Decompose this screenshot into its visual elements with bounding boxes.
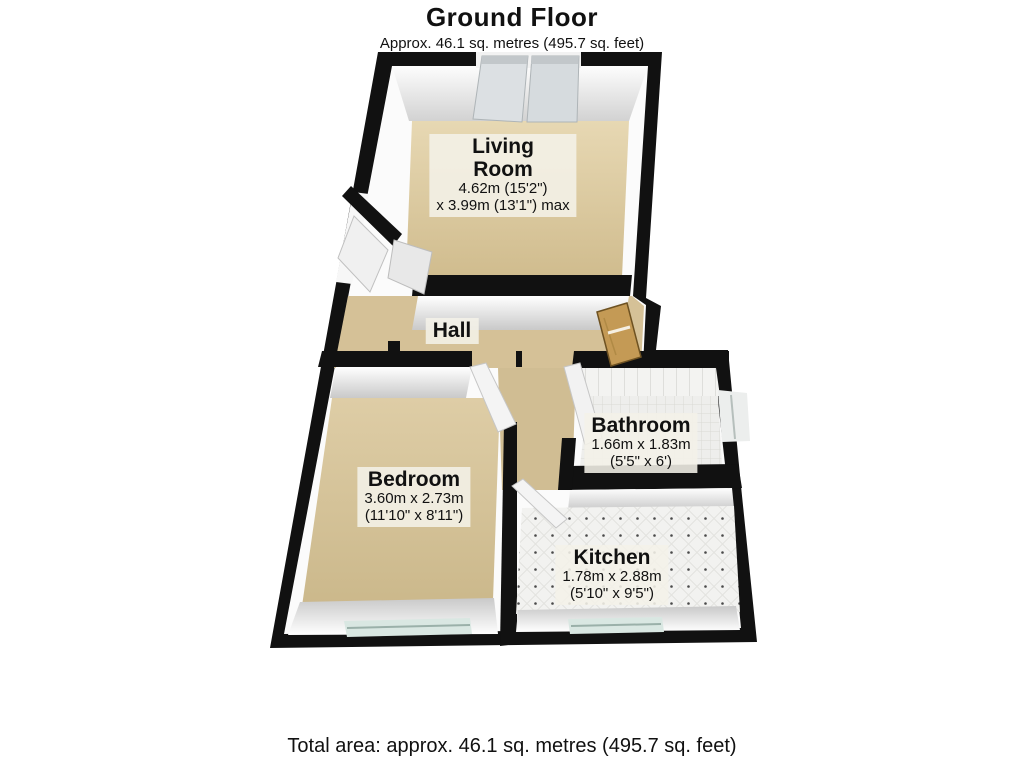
kitchen-window-line xyxy=(570,623,662,627)
bedroom-wall-stub xyxy=(388,341,400,352)
patio-door-left-cap xyxy=(481,56,528,64)
bedroom-kitchen-wall xyxy=(500,422,517,646)
bathroom-window-glass-line xyxy=(730,394,736,440)
hall-name: Hall xyxy=(432,319,472,342)
kitchen-label: Kitchen 1.78m x 2.88m (5'10" x 9'5") xyxy=(555,545,669,605)
bedroom-window-line xyxy=(346,624,471,629)
kitchen-door-leaf xyxy=(511,478,568,529)
total-area-text: Total area: approx. 46.1 sq. metres (495… xyxy=(287,735,737,757)
kitchen-name: Kitchen xyxy=(573,546,651,569)
wood-door xyxy=(596,302,642,367)
patio-door-right-panel xyxy=(526,55,580,123)
living-room-dims-line1: 4.62m (15'2") xyxy=(458,180,548,198)
hall-label: Hall xyxy=(425,318,479,345)
bedroom-label: Bedroom 3.60m x 2.73m (11'10" x 8'11") xyxy=(357,467,471,527)
bedroom-name: Bedroom xyxy=(367,468,461,491)
footer: Total area: approx. 46.1 sq. metres (495… xyxy=(0,735,1024,758)
kitchen-top-wall-face xyxy=(568,488,734,510)
bedroom-door-leaf xyxy=(469,362,517,433)
bathroom-name: Bathroom xyxy=(591,414,691,437)
corridor-floor xyxy=(498,368,576,490)
bedroom-dims-line2: (11'10" x 8'11") xyxy=(364,506,464,524)
living-room-dims-line2: x 3.99m (13'1") max xyxy=(436,196,570,214)
patio-door-left-panel xyxy=(472,55,529,123)
bathroom-dims-line1: 1.66m x 1.83m xyxy=(591,436,691,454)
header: Ground Floor Approx. 46.1 sq. metres (49… xyxy=(0,2,1024,52)
bathroom-wall-tiles xyxy=(578,368,720,396)
entrance-door-leaf-2 xyxy=(387,239,433,295)
living-room-name-line2: Room xyxy=(473,158,533,182)
living-room-label: Living Room 4.62m (15'2") x 3.99m (13'1"… xyxy=(429,134,577,217)
kitchen-dims-line2: (5'10" x 9'5") xyxy=(570,584,654,602)
bathroom-left-wall xyxy=(558,438,576,490)
living-room-name-line1: Living xyxy=(472,135,534,158)
bedroom-top-wall xyxy=(318,351,472,367)
entrance-door-leaf-1 xyxy=(337,215,389,293)
wood-door-glint xyxy=(607,325,631,335)
page-title: Ground Floor xyxy=(425,2,599,32)
bathroom-dims-line2: (5'5" x 6') xyxy=(610,452,672,470)
bedroom-top-wall-end xyxy=(516,351,522,367)
bathroom-top-wall xyxy=(572,351,729,368)
bedroom-dims-line1: 3.60m x 2.73m xyxy=(364,490,464,508)
patio-door-right-cap xyxy=(531,56,579,64)
living-hall-wall xyxy=(412,275,632,296)
bathroom-label: Bathroom 1.66m x 1.83m (5'5" x 6') xyxy=(584,413,698,473)
bathroom-window xyxy=(718,390,750,442)
kitchen-dims-line1: 1.78m x 2.88m xyxy=(562,568,662,586)
wood-door-grain xyxy=(603,317,617,356)
entrance-wall-stub xyxy=(342,186,402,246)
bedroom-top-wall-face xyxy=(330,367,472,398)
page-subtitle: Approx. 46.1 sq. metres (495.7 sq. feet) xyxy=(379,35,645,52)
